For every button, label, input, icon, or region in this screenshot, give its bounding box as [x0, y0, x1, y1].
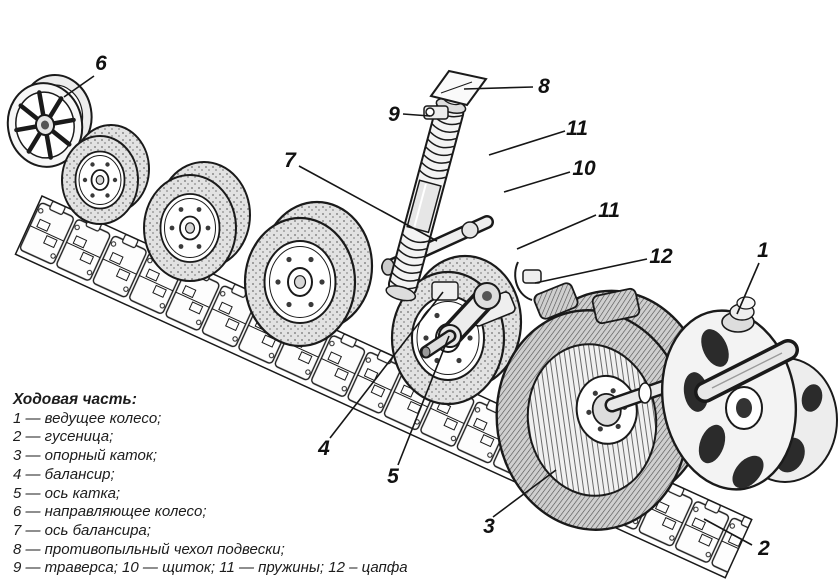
legend-item-4: 4 — балансир;: [13, 465, 115, 483]
road-wheel-3-drawing: [243, 200, 374, 348]
suspension-column-drawing: [385, 94, 467, 302]
legend-item-9-12: 9 — траверса; 10 — щиток; 11 — пружины; …: [13, 559, 408, 577]
legend-item-5: 5 — ось катка;: [13, 484, 121, 502]
legend-item-3: 3 — опорный каток;: [13, 447, 158, 465]
callout-7: 7: [284, 149, 297, 172]
callout-12: 12: [649, 245, 673, 268]
callout-9: 9: [388, 103, 400, 126]
tire-horn-blocks-drawing: [533, 282, 641, 325]
leader-lines: [63, 75, 760, 546]
callout-11b: 11: [598, 199, 620, 222]
idler-wheel-drawing: [6, 74, 93, 168]
roller-axle-drawing: [419, 329, 457, 359]
legend-item-7: 7 — ось балансира;: [13, 521, 151, 539]
legend: Ходовая часть: 1 — ведущее колесо; 2 — г…: [13, 391, 463, 578]
legend-item-6: 6 — направляющее колесо;: [13, 503, 207, 521]
dust-cover-plate-drawing: [429, 69, 488, 107]
callout-11a: 11: [566, 117, 588, 140]
callout-2: 2: [757, 537, 770, 560]
callout-3: 3: [483, 515, 495, 538]
callout-6: 6: [95, 52, 107, 75]
callout-4: 4: [317, 437, 330, 460]
trunnion-drawing: [514, 261, 542, 301]
road-wheel-2-drawing: [143, 161, 251, 282]
legend-heading: Ходовая часть:: [13, 391, 137, 408]
legend-item-2: 2 — гусеница;: [13, 428, 114, 446]
traverse-bracket-drawing: [423, 105, 449, 120]
callout-8: 8: [538, 75, 550, 98]
callout-labels: 6 9 7 8 11 10 11 12 1 4 5 3 2: [95, 52, 770, 560]
callout-1: 1: [757, 239, 769, 262]
legend-item-8: 8 — противопыльный чехол подвески;: [13, 540, 285, 558]
road-wheel-1-drawing: [61, 124, 150, 225]
callout-5: 5: [387, 465, 399, 488]
legend-item-1: 1 — ведущее колесо;: [13, 409, 162, 427]
callout-10: 10: [572, 157, 596, 180]
